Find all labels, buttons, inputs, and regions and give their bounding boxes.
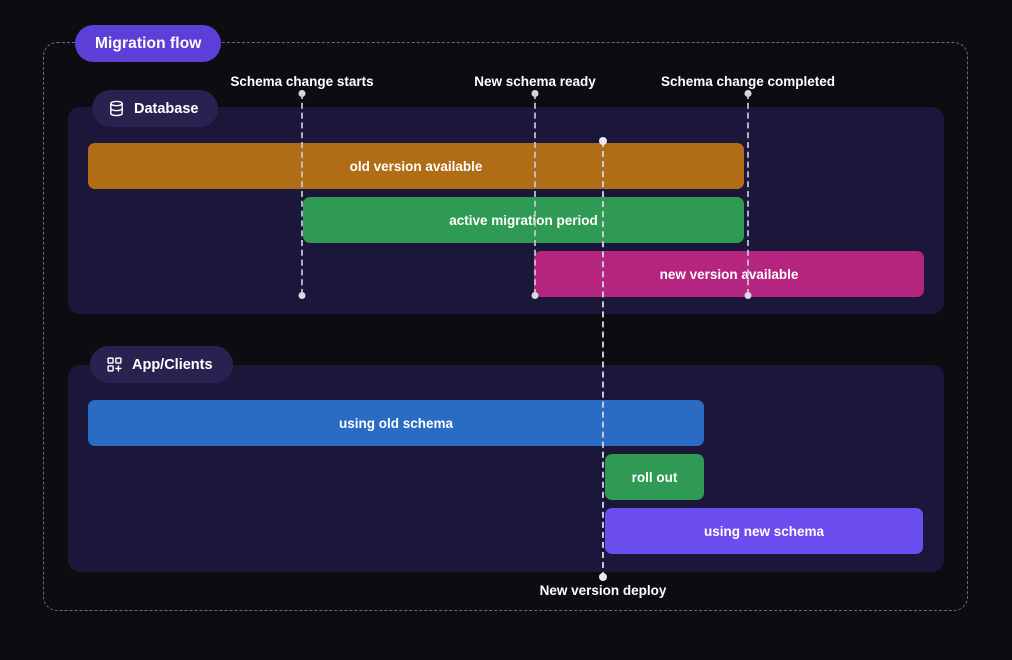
lane-badge-database-label: Database: [134, 100, 199, 117]
lane-badge-app-clients: App/Clients: [90, 346, 233, 383]
bar-label: new version available: [659, 266, 799, 282]
bar-label: roll out: [631, 469, 678, 485]
milestone-dot-bottom: [298, 292, 306, 299]
layout-grid-plus-icon: [106, 356, 123, 373]
bar-using-old-schema[interactable]: using old schema: [88, 400, 704, 446]
bar-using-new-schema[interactable]: using new schema: [605, 508, 923, 554]
bar-old-version-available[interactable]: old version available: [88, 143, 744, 189]
migration-flow-frame: [43, 42, 968, 611]
bar-active-migration-period[interactable]: active migration period: [303, 197, 744, 243]
lane-badge-app-clients-label: App/Clients: [132, 356, 213, 373]
milestone-label: Schema change completed: [660, 74, 836, 89]
database-icon: [108, 100, 125, 117]
deploy-marker-dot-top: [599, 137, 607, 145]
bar-new-version-available[interactable]: new version available: [534, 251, 924, 297]
deploy-marker-dot-bottom: [599, 573, 607, 581]
lane-badge-database: Database: [92, 90, 219, 127]
migration-flow-title-label: Migration flow: [95, 34, 202, 52]
migration-flow-title-badge: Migration flow: [75, 25, 222, 62]
bar-roll-out[interactable]: roll out: [605, 454, 704, 500]
bar-label: using new schema: [703, 523, 825, 539]
milestone-label: Schema change starts: [230, 74, 374, 89]
bar-label: active migration period: [449, 212, 598, 228]
milestone-line: [301, 93, 303, 295]
milestone-label: New schema ready: [474, 74, 596, 89]
milestone-line: [534, 93, 536, 295]
milestone-line: [747, 93, 749, 295]
milestone-dot-bottom: [744, 292, 752, 299]
bar-label: using old schema: [338, 415, 454, 431]
milestone-dot-bottom: [531, 292, 539, 299]
deploy-marker-label: New version deploy: [539, 583, 667, 598]
deploy-marker-line: [602, 141, 604, 578]
bar-label: old version available: [349, 158, 483, 174]
